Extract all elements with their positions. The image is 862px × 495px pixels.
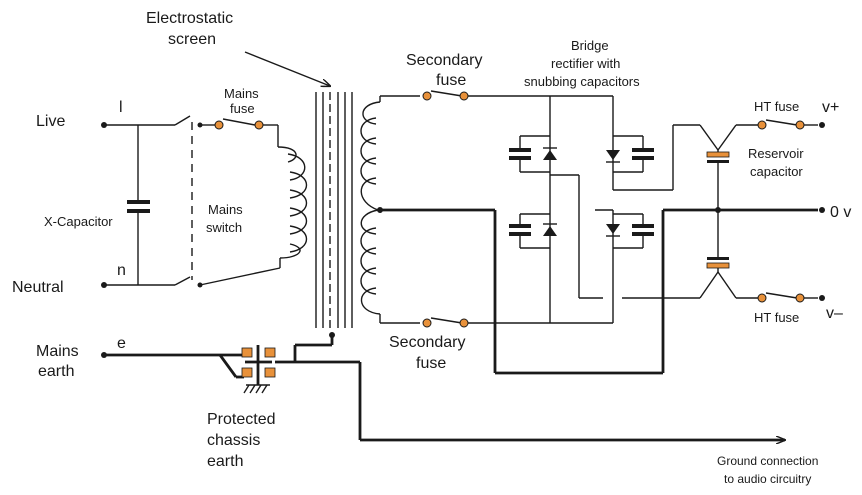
secondary-fuse-top-label-1: Secondary: [406, 52, 483, 69]
ht-fuse-bottom: [736, 292, 825, 303]
mains-input-wiring: [101, 122, 175, 288]
screen-earth-link: [293, 332, 335, 362]
chassis-label-2: chassis: [207, 432, 260, 449]
mains-fuse-label-2: fuse: [230, 101, 255, 116]
ground-connection-label-1: Ground connection: [717, 454, 818, 468]
mains-fuse-label-1: Mains: [224, 86, 259, 101]
reservoir-label-1: Reservoir: [748, 146, 804, 161]
earth-e-label: e: [117, 335, 126, 352]
secondary-winding: [360, 95, 420, 324]
vplus-label: v+: [822, 99, 839, 116]
mains-switch-label-2: switch: [206, 220, 242, 235]
live-l-label: l: [119, 99, 123, 116]
mains-switch-label-1: Mains: [208, 202, 243, 217]
neutral-n-label: n: [117, 262, 126, 279]
secondary-fuse-bottom-label-2: fuse: [416, 355, 446, 372]
ht-fuse-top: [736, 119, 825, 130]
mains-earth-label-2: earth: [38, 363, 74, 380]
ground-connection-label-2: to audio circuitry: [724, 472, 811, 486]
ht-fuse-bottom-label: HT fuse: [754, 310, 799, 325]
electrostatic-screen-pointer: [244, 51, 330, 86]
bridge-label-3: snubbing capacitors: [524, 74, 640, 89]
secondary-fuse-bottom-label-1: Secondary: [389, 334, 466, 351]
bridge-rectifier: [509, 96, 700, 323]
secondary-centre-tap: [377, 207, 825, 375]
reservoir-label-2: capacitor: [750, 164, 803, 179]
secondary-fuse-bottom: [422, 317, 613, 328]
vminus-label: v–: [826, 305, 843, 322]
mains-earth-wiring: [101, 352, 785, 440]
electrostatic-screen-label-1: Electrostatic: [146, 10, 233, 27]
secondary-fuse-top-label-2: fuse: [436, 72, 466, 89]
bridge-label-2: rectifier with: [551, 56, 620, 71]
mains-earth-label-1: Mains: [36, 343, 79, 360]
ht-fuse-top-label: HT fuse: [754, 99, 799, 114]
secondary-fuse-top: [422, 90, 613, 101]
primary-winding: [199, 125, 307, 286]
zerov-label: 0 v: [830, 204, 851, 221]
live-label: Live: [36, 113, 65, 130]
neutral-label: Neutral: [12, 279, 64, 296]
mains-switch: [174, 115, 203, 288]
reservoir-capacitors: [699, 124, 737, 299]
x-capacitor: [127, 200, 150, 213]
transformer-core: [315, 92, 353, 328]
electrostatic-screen-label-2: screen: [168, 31, 216, 48]
protected-chassis-earth-block: [241, 345, 276, 394]
labels: Live l Neutral n Mains earth e X-Capacit…: [12, 10, 851, 486]
bridge-label-1: Bridge: [571, 38, 609, 53]
mains-fuse: [200, 118, 278, 130]
chassis-label-3: earth: [207, 453, 243, 470]
x-capacitor-label: X-Capacitor: [44, 214, 113, 229]
chassis-label-1: Protected: [207, 411, 275, 428]
